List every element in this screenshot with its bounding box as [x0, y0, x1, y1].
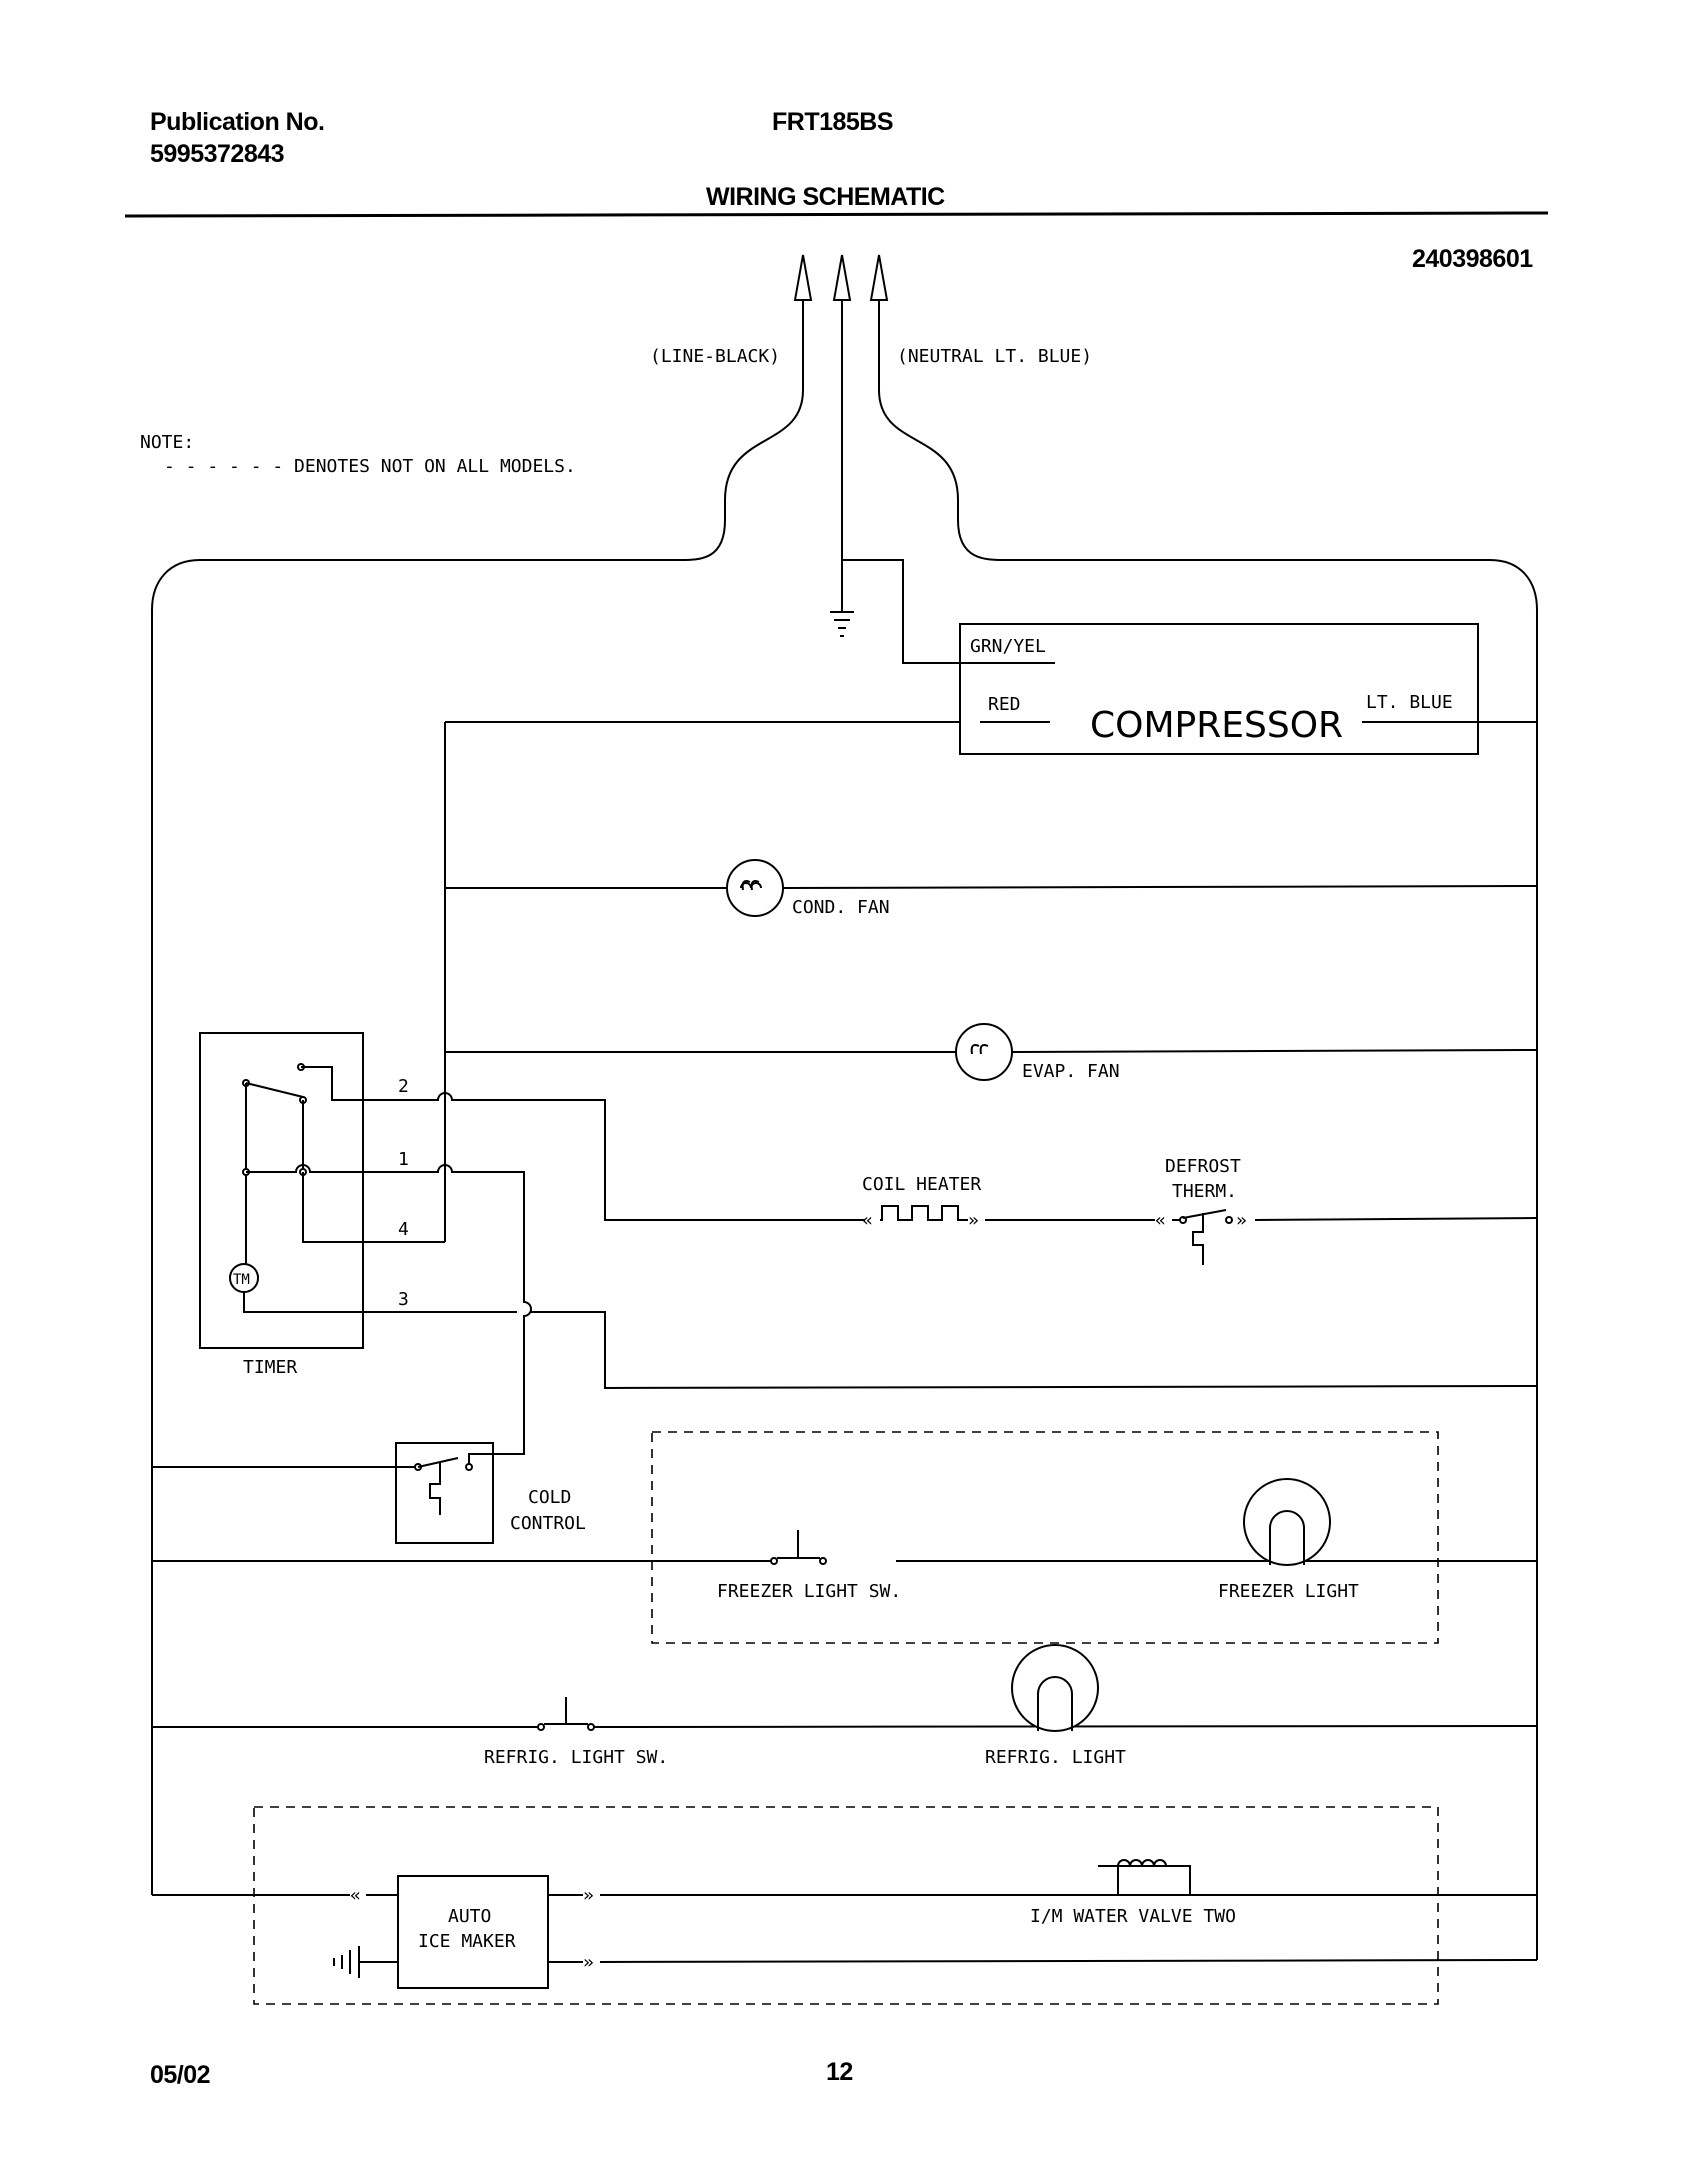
timer-terminal-1: 1: [398, 1149, 409, 1170]
timer-terminal-3: 3: [398, 1289, 409, 1310]
red-label: RED: [988, 694, 1021, 715]
water-valve-wire: [600, 1865, 1191, 1896]
line-black-label: (LINE-BLACK): [650, 346, 780, 367]
ice-maker-label-1: AUTO: [448, 1906, 491, 1927]
ground-icon: [830, 560, 854, 637]
defrost-therm-label-2: THERM.: [1172, 1181, 1237, 1202]
supply-arrows: [793, 254, 889, 560]
svg-text:»: »: [968, 1210, 979, 1231]
freezer-light-icon: [1243, 1478, 1331, 1566]
section-title: WIRING SCHEMATIC: [706, 183, 945, 211]
freezer-light-label: FREEZER LIGHT: [1218, 1581, 1359, 1602]
cold-control-label-1: COLD: [528, 1487, 571, 1508]
timer-terminal-2: 2: [398, 1076, 409, 1097]
cond-fan-icon: [726, 859, 784, 917]
cond-fan-label: COND. FAN: [792, 897, 890, 918]
water-valve-label: I/M WATER VALVE TWO: [1030, 1906, 1236, 1927]
ice-maker-label-2: ICE MAKER: [418, 1931, 516, 1952]
note-label: NOTE:: [140, 432, 194, 453]
water-valve-icon: [1098, 1859, 1190, 1867]
svg-text:»: »: [583, 1885, 594, 1906]
refrig-light-label: REFRIG. LIGHT: [985, 1747, 1126, 1768]
svg-text:«: «: [1155, 1210, 1166, 1231]
svg-text:«: «: [350, 1885, 361, 1906]
timer-terminal-4: 4: [398, 1219, 409, 1240]
freezer-light-sw-label: FREEZER LIGHT SW.: [717, 1581, 901, 1602]
footer-page: 12: [826, 2058, 853, 2086]
refrig-light-switch-icon: [537, 1697, 595, 1731]
header-rule: [124, 211, 1549, 218]
grn-yel-label: GRN/YEL: [970, 636, 1046, 657]
cold-control-label-2: CONTROL: [510, 1513, 586, 1534]
timer-contacts: [242, 1063, 363, 1265]
lt-blue-label: LT. BLUE: [1366, 692, 1453, 713]
compressor-label: COMPRESSOR: [1090, 705, 1343, 746]
freezer-light-optional-box: [651, 1431, 1439, 1644]
line-wire: [151, 389, 804, 1895]
svg-text:»: »: [583, 1952, 594, 1973]
drawing-number: 240398601: [1412, 245, 1533, 273]
freezer-light-switch-icon: [770, 1530, 827, 1565]
timer-label: TIMER: [243, 1357, 297, 1378]
coil-heater-icon: « »: [862, 1205, 979, 1231]
refrig-light-icon: [1011, 1644, 1099, 1732]
footer-date: 05/02: [150, 2061, 211, 2089]
publication-label: Publication No.: [150, 108, 325, 136]
timer-box: [199, 1032, 364, 1349]
defrost-therm-icon: « »: [1155, 1209, 1247, 1265]
ice-maker-optional-box: [253, 1806, 1439, 2005]
neutral-label: (NEUTRAL LT. BLUE): [897, 346, 1092, 367]
timer-motor-icon: TM: [229, 1263, 363, 1313]
svg-text:»: »: [1236, 1210, 1247, 1231]
note-text: - - - - - - DENOTES NOT ON ALL MODELS.: [164, 456, 576, 477]
model-number: FRT185BS: [772, 108, 894, 136]
refrig-light-sw-label: REFRIG. LIGHT SW.: [484, 1747, 668, 1768]
coil-heater-label: COIL HEATER: [862, 1174, 981, 1195]
defrost-therm-label-1: DEFROST: [1165, 1156, 1241, 1177]
svg-text:«: «: [862, 1210, 873, 1231]
ice-maker-ground-icon: [333, 1946, 398, 1978]
cold-control-icon: [152, 1453, 486, 1515]
compressor-box: [959, 623, 1479, 755]
publication-number: 5995372843: [150, 140, 285, 168]
grn-yel-wire: [842, 559, 1055, 664]
evap-fan-icon: [955, 1023, 1013, 1081]
neutral-wire: [878, 389, 1538, 1960]
cold-control-box: [395, 1442, 494, 1544]
ice-maker-box: [397, 1875, 549, 1989]
svg-text:TM: TM: [233, 1272, 250, 1288]
evap-fan-label: EVAP. FAN: [1022, 1061, 1120, 1082]
